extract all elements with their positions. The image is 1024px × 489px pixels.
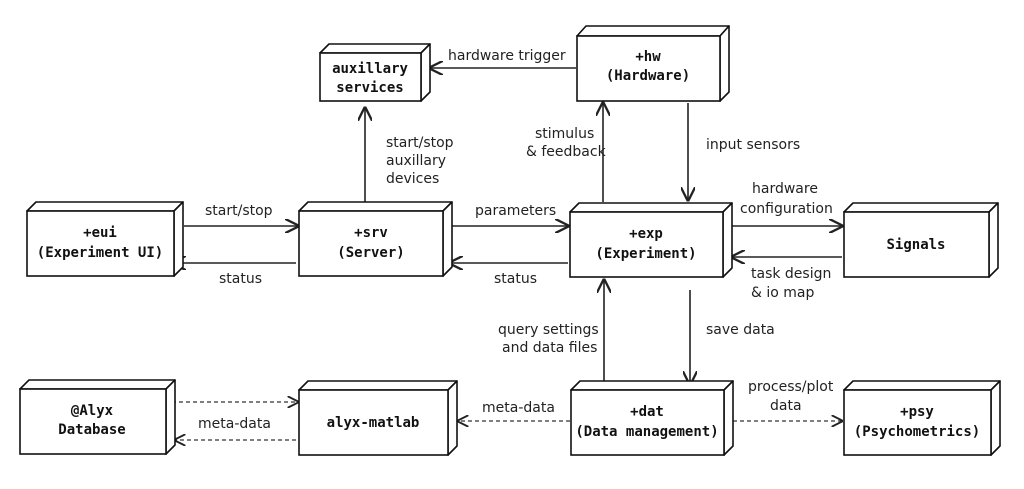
label-start-stop: start/stop [205, 203, 273, 219]
node-psy: +psy (Psychometrics) [843, 380, 1001, 456]
node-srv-line2: (Server) [337, 245, 404, 261]
node-signals: Signals [843, 202, 999, 278]
label-status-exp: status [494, 271, 537, 287]
label-process-plot-2: data [770, 398, 802, 414]
label-start-stop-aux-2: auxillary [386, 153, 446, 169]
node-hw-line2: (Hardware) [606, 68, 690, 84]
node-srv-line1: +srv [354, 225, 388, 241]
edges-solid [173, 68, 842, 384]
node-eui: +eui (Experiment UI) [26, 201, 184, 277]
node-psy-line2: (Psychometrics) [854, 424, 980, 440]
node-aux-line2: services [336, 80, 403, 96]
label-hw-config-2: configuration [740, 201, 833, 217]
label-hw-config-1: hardware [752, 181, 818, 197]
node-dat: +dat (Data management) [570, 380, 734, 456]
node-exp-line1: +exp [629, 226, 663, 242]
label-task-design-1: task design [751, 266, 831, 282]
label-hardware-trigger: hardware trigger [448, 48, 566, 64]
label-query-1: query settings [498, 322, 599, 338]
edges-dashed [172, 402, 842, 440]
label-start-stop-aux-1: start/stop [386, 135, 454, 151]
label-status-eui: status [219, 271, 262, 287]
node-alyxmatlab: alyx-matlab [298, 380, 458, 456]
node-alyxmatlab-line1: alyx-matlab [327, 415, 420, 431]
label-parameters: parameters [475, 203, 556, 219]
node-psy-line1: +psy [900, 404, 934, 420]
label-query-2: and data files [502, 340, 597, 356]
node-alyx-line1: @Alyx [71, 403, 114, 419]
label-meta-data-left: meta-data [198, 416, 271, 432]
label-stimulus-1: stimulus [535, 126, 594, 142]
label-meta-data-mid: meta-data [482, 400, 555, 416]
node-alyx-line2: Database [58, 422, 125, 438]
label-process-plot-1: process/plot [748, 379, 834, 395]
node-aux-line1: auxillary [332, 61, 408, 77]
node-dat-line2: (Data management) [575, 424, 718, 440]
node-eui-line2: (Experiment UI) [37, 245, 163, 261]
node-eui-line1: +eui [83, 225, 117, 241]
node-aux: auxillary services [319, 43, 431, 102]
node-alyx: @Alyx Database [19, 379, 176, 455]
edge-labels: hardware trigger start/stop auxillary de… [198, 48, 834, 432]
node-exp-line2: (Experiment) [595, 246, 696, 262]
node-hw: +hw (Hardware) [576, 25, 730, 102]
label-start-stop-aux-3: devices [386, 171, 439, 187]
label-stimulus-2: & feedback [526, 144, 607, 160]
label-save-data: save data [706, 322, 775, 338]
node-hw-line1: +hw [635, 49, 661, 65]
node-srv: +srv (Server) [298, 201, 453, 277]
label-task-design-2: & io map [751, 285, 814, 301]
node-signals-line1: Signals [886, 237, 945, 253]
node-exp: +exp (Experiment) [569, 202, 733, 278]
label-input-sensors: input sensors [706, 137, 800, 153]
node-dat-line1: +dat [630, 404, 664, 420]
